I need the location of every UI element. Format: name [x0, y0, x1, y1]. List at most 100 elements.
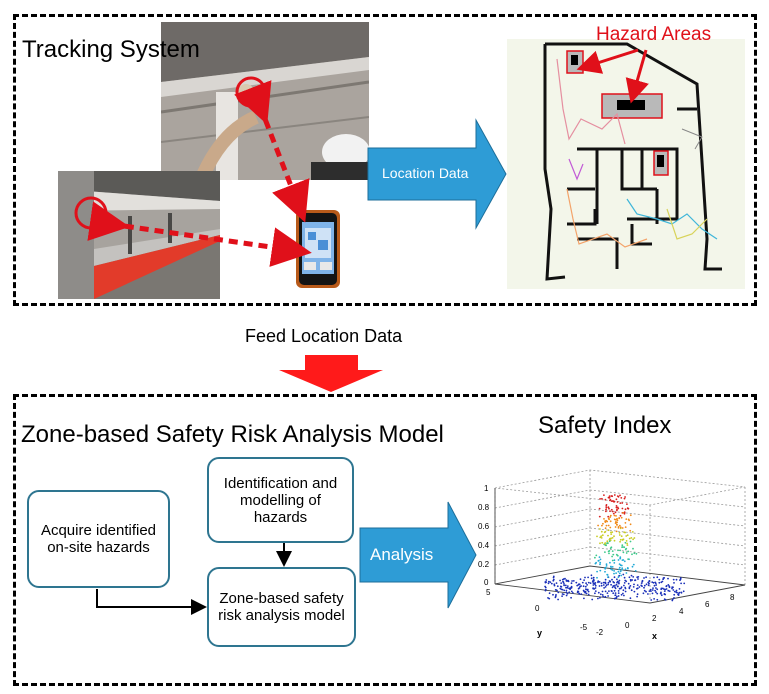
scatter-point	[624, 496, 626, 498]
scatter-point	[631, 553, 633, 556]
scatter-point	[625, 518, 628, 520]
zone-based-model-box: Zone-based safety risk analysis model	[207, 567, 356, 647]
scatter-point	[623, 582, 626, 584]
scatter-point	[610, 566, 612, 568]
scatter-point	[571, 580, 573, 582]
scatter-point	[604, 527, 607, 530]
scatter-point	[612, 512, 615, 515]
scatter-point	[603, 531, 606, 534]
scatter-point	[552, 579, 555, 582]
safety-index-title: Safety Index	[538, 412, 672, 439]
scatter-point	[590, 574, 593, 577]
scatter-point	[601, 524, 603, 527]
scatter-point	[604, 596, 607, 598]
scatter-point	[632, 563, 635, 566]
scatter-point	[616, 508, 618, 511]
scatter-point	[597, 524, 599, 527]
scatter-point	[599, 536, 602, 539]
scatter-point	[597, 591, 600, 594]
scatter-point	[597, 581, 599, 584]
scatter-point	[618, 531, 621, 534]
scatter-point	[611, 569, 614, 571]
scatter-point	[624, 548, 627, 551]
scatter-point	[579, 578, 582, 581]
scatter-point	[619, 570, 622, 573]
scatter-point	[655, 591, 657, 593]
scatter-point	[616, 578, 618, 581]
scatter-point	[601, 541, 604, 544]
scatter-point	[594, 592, 596, 595]
scatter-point	[627, 582, 630, 585]
scatter-point	[604, 498, 607, 501]
scatter-point	[660, 587, 663, 590]
scatter-point	[599, 528, 601, 530]
scatter-point	[611, 555, 613, 558]
scatter-point	[620, 593, 623, 596]
scatter-point	[624, 587, 627, 590]
scatter-point	[631, 579, 634, 581]
scatter-point	[594, 587, 597, 589]
scatter-point	[616, 580, 619, 583]
scatter-point	[604, 542, 607, 544]
scatter-point	[556, 585, 559, 588]
scatter-point	[614, 587, 617, 590]
feed-location-data-label: Feed Location Data	[245, 326, 403, 346]
scatter-point	[561, 595, 563, 597]
scatter-point	[636, 595, 638, 598]
scatter-point	[613, 589, 616, 592]
scatter-point	[623, 497, 626, 500]
scatter-point	[597, 559, 600, 562]
scatter-point	[601, 590, 604, 593]
scatter-point	[602, 522, 604, 525]
scatter-point	[572, 580, 575, 582]
scatter-point	[651, 589, 654, 591]
scatter-point	[560, 582, 563, 584]
scatter-point	[608, 550, 611, 552]
scatter-point	[617, 495, 620, 498]
scatter-point	[617, 549, 619, 552]
scatter-point	[602, 584, 605, 586]
scatter-point	[663, 590, 666, 592]
location-data-arrow	[367, 118, 507, 230]
scatter-point	[605, 524, 608, 527]
scatter-point	[592, 576, 595, 579]
scatter-point	[563, 589, 566, 592]
scatter-point	[656, 592, 659, 595]
scatter-point	[599, 563, 601, 566]
scatter-point	[655, 587, 657, 589]
scatter-point	[630, 537, 633, 539]
scatter-point	[554, 596, 557, 599]
scatter-point	[584, 585, 587, 588]
scatter-point	[622, 511, 624, 514]
scatter-point	[682, 590, 685, 593]
scatter-point	[617, 559, 620, 561]
scatter-point	[649, 588, 652, 591]
scatter-point	[626, 542, 628, 545]
scatter-point	[643, 589, 646, 592]
scatter-point	[594, 590, 597, 592]
scatter-point	[668, 585, 671, 587]
scatter-point	[613, 562, 616, 564]
analysis-arrow	[359, 501, 477, 609]
scatter-point	[578, 592, 581, 595]
scatter-point	[596, 570, 598, 573]
scatter-point	[634, 579, 637, 582]
scatter-point	[608, 552, 610, 555]
scatter-point	[616, 501, 619, 503]
z-tick-0-6: 0.6	[478, 522, 490, 531]
scatter-point	[617, 570, 620, 573]
scatter-point	[595, 561, 597, 564]
scatter-point	[625, 540, 628, 542]
scatter-point	[598, 515, 601, 518]
scatter-point	[611, 578, 613, 581]
scatter-point	[562, 580, 564, 583]
scatter-point	[618, 534, 621, 536]
scatter-point	[583, 597, 585, 600]
z-tick-0: 0	[484, 578, 489, 587]
scatter-point	[600, 535, 603, 537]
scatter-point	[606, 542, 608, 545]
scatter-point	[673, 590, 676, 593]
scatter-point	[604, 521, 607, 523]
scatter-point	[615, 498, 618, 501]
